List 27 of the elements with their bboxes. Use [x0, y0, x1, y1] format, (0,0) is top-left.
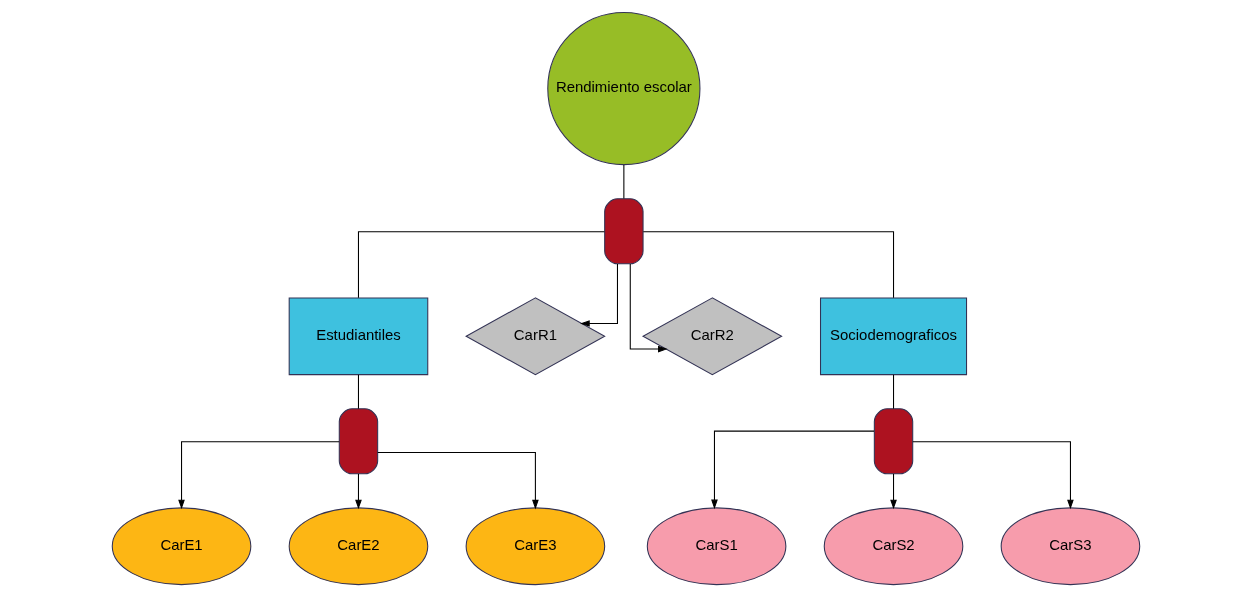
node-diamond: CarR2	[641, 297, 783, 376]
arrow	[710, 430, 875, 510]
arrow	[629, 263, 668, 353]
arrow	[579, 263, 618, 327]
connector	[357, 231, 605, 299]
node-box: Sociodemograficos	[819, 297, 967, 376]
node-ellipse: CarS2	[823, 507, 963, 586]
node-gate	[873, 408, 913, 475]
arrow	[911, 441, 1074, 510]
connector	[622, 164, 624, 199]
connector	[892, 374, 894, 410]
arrow	[889, 473, 897, 510]
node-ellipse: CarE3	[465, 507, 605, 586]
connector	[357, 374, 359, 410]
connector	[642, 231, 894, 299]
arrow	[177, 441, 340, 510]
node-ellipse: CarE2	[288, 507, 428, 586]
node-ellipse: CarE1	[111, 507, 251, 586]
node-circle: Rendimiento escolar	[546, 11, 700, 166]
node-gate	[603, 198, 644, 265]
node-gate	[338, 408, 378, 475]
node-ellipse: CarS3	[1000, 507, 1140, 586]
node-ellipse: CarS1	[646, 507, 786, 586]
arrow	[376, 451, 539, 510]
node-box: Estudiantiles	[288, 297, 428, 376]
arrow	[354, 473, 362, 510]
node-diamond: CarR1	[464, 297, 606, 376]
